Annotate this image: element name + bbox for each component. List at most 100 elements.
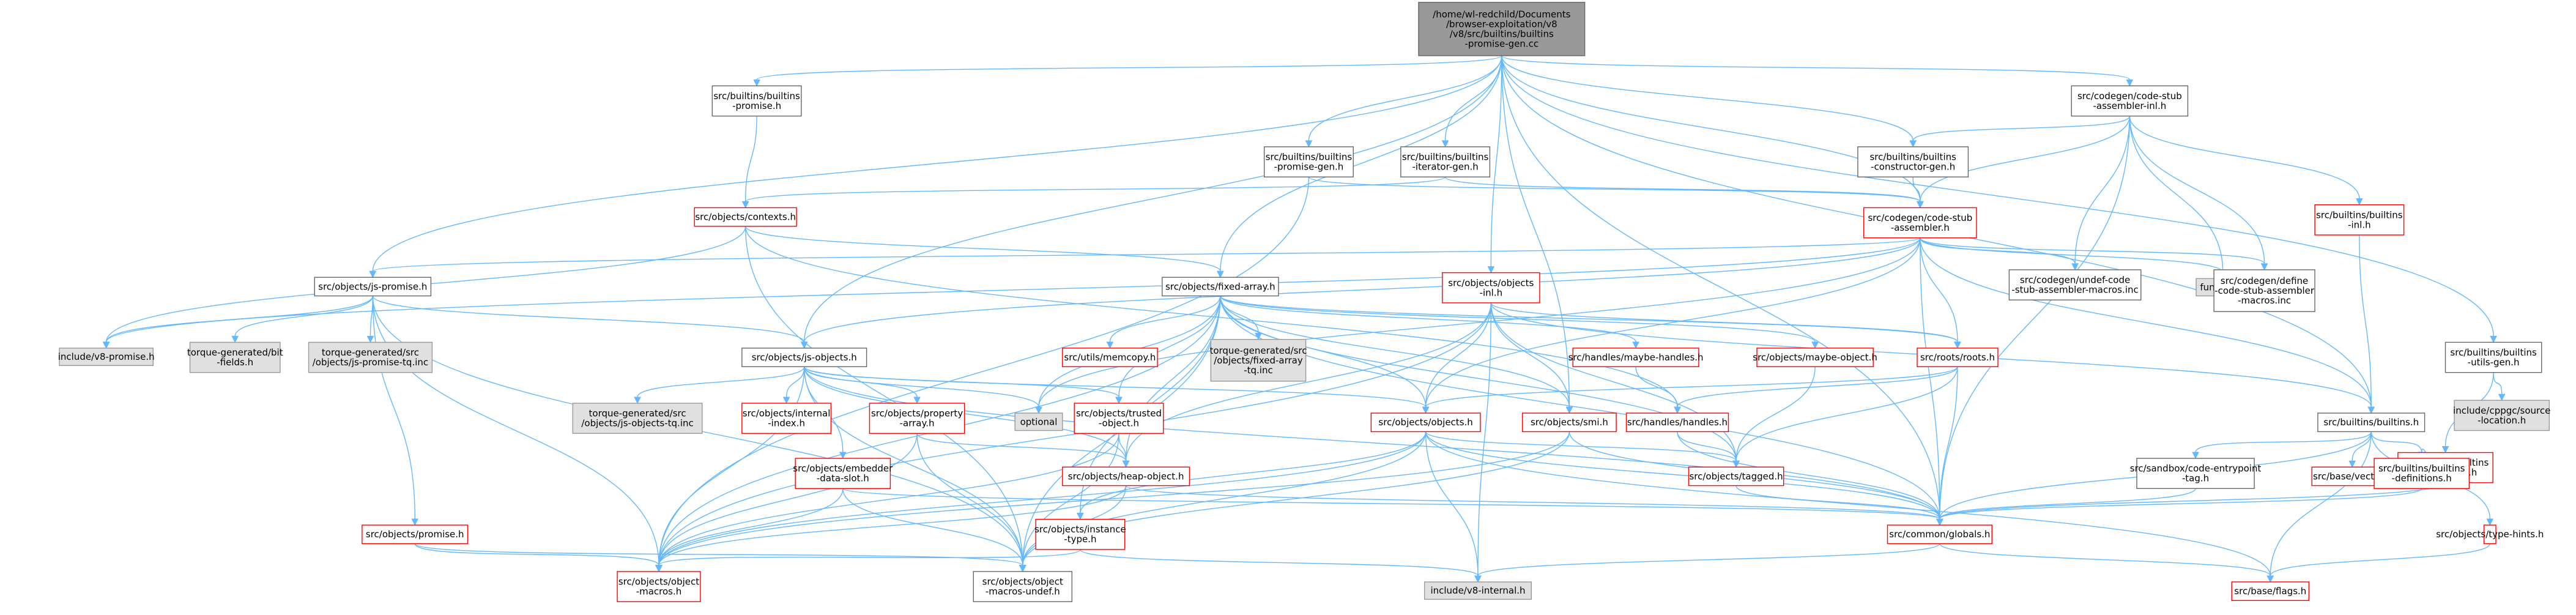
node-box — [1572, 348, 1699, 367]
edge-line — [1501, 56, 1921, 202]
node-box — [1400, 146, 1491, 177]
node-label-line: src/objects/trusted — [1076, 408, 1162, 419]
node-label-line: src/objects/objects — [1448, 277, 1534, 288]
node-box — [1756, 348, 1874, 367]
node-fixed-array-h[interactable]: src/objects/fixed-array.h — [1162, 277, 1279, 297]
node-label-line: -tag.h — [2182, 473, 2209, 484]
node-flags-h[interactable]: src/base/flags.h — [2231, 581, 2310, 601]
node-label-line: src/codegen/undef-code — [2020, 275, 2130, 286]
node-builtins-promise-h[interactable]: src/builtins/builtins-promise.h — [711, 85, 802, 117]
edge-code-stub-assembler-h-to-define-code-stub-macros — [1920, 237, 2268, 270]
node-objects-contexts-h[interactable]: src/objects/contexts.h — [694, 207, 797, 227]
node-box — [869, 403, 965, 434]
node-type-hints-h[interactable]: src/objects/type-hints.h — [2436, 524, 2544, 545]
edge-objects-contexts-h-to-fixed-array-h — [744, 226, 1224, 278]
edge-roots-h-to-handles-h — [1674, 366, 1958, 414]
node-undef-code-stub-macros[interactable]: src/codegen/undef-code-stub-assembler-ma… — [2008, 269, 2142, 300]
edge-type-hints-h-to-flags-h — [2266, 543, 2491, 583]
edge-js-promise-h-to-js-objects-h — [372, 296, 808, 349]
edge-arrowhead — [1909, 140, 1917, 147]
edge-line — [414, 543, 1023, 566]
edge-code-stub-assembler-h-to-js-promise-h — [369, 237, 1921, 278]
edge-arrowhead — [782, 397, 790, 404]
node-box — [2213, 269, 2315, 312]
edge-line — [658, 302, 1492, 565]
edge-line — [637, 366, 805, 398]
node-label-line: src/objects/tagged.h — [1689, 471, 1783, 482]
node-builtins-promise-gen-h[interactable]: src/builtins/builtins-promise-gen.h — [1263, 146, 1354, 177]
edge-line — [1220, 296, 1636, 343]
node-objects-inl-h[interactable]: src/objects/objects-inl.h — [1442, 272, 1540, 304]
edge-arrowhead — [1077, 513, 1084, 520]
edge-objects-inl-h-to-smi-h — [1490, 302, 1573, 414]
node-box — [2483, 524, 2496, 545]
node-heap-object-h[interactable]: src/objects/heap-object.h — [1062, 466, 1190, 486]
edge-line — [658, 431, 1570, 565]
node-object-macros-h[interactable]: src/objects/object-macros.h — [617, 571, 701, 602]
edge-code-stub-assembler-inl-h-to-builtins-builtins-inl-h — [2129, 116, 2363, 206]
edge-line — [1501, 55, 2131, 80]
edge-builtins-h-to-flags-h — [2266, 431, 2372, 583]
node-js-objects-h[interactable]: src/objects/js-objects.h — [741, 348, 867, 367]
node-smi-h[interactable]: src/objects/smi.h — [1522, 412, 1617, 433]
edge-code-stub-assembler-h-to-objects-h — [1422, 237, 1921, 414]
edge-arrowhead — [1674, 406, 1681, 414]
edge-arrowhead — [2192, 452, 2199, 460]
edge-line — [1308, 56, 1502, 141]
edge-root-to-builtins-iterator-gen-h — [1441, 56, 1502, 147]
node-globals-h[interactable]: src/common/globals.h — [1887, 524, 1992, 545]
node-label-line: torque-generated/src — [1209, 345, 1307, 356]
edge-root-to-code-stub-assembler-h — [1501, 56, 1924, 209]
node-property-array-h[interactable]: src/objects/property-array.h — [869, 403, 965, 434]
node-label-line: src/builtins/builtins — [1869, 152, 1956, 163]
node-label-line: src/builtins/builtins — [713, 91, 800, 102]
node-label-line: /objects/fixed-array — [1214, 355, 1303, 366]
edge-objects-inl-h-to-roots-h — [1490, 302, 1961, 349]
node-builtins-iterator-gen-h[interactable]: src/builtins/builtins-iterator-gen.h — [1400, 146, 1491, 177]
node-code-entrypoint-tag-h[interactable]: src/sandbox/code-entrypoint-tag.h — [2130, 458, 2262, 490]
node-root[interactable]: /home/wl-redchild/Documents/browser-expl… — [1418, 2, 1586, 56]
node-box — [1917, 348, 1999, 367]
node-label-line: /objects/js-objects-tq.inc — [581, 418, 693, 429]
node-js-promise-h[interactable]: src/objects/js-promise.h — [314, 277, 432, 297]
node-box — [1062, 466, 1190, 486]
edge-line — [1444, 176, 1921, 203]
node-trusted-object-h[interactable]: src/objects/trusted-object.h — [1074, 403, 1164, 434]
edge-line — [2359, 234, 2372, 408]
edge-arrowhead — [366, 335, 374, 343]
node-instance-type-h[interactable]: src/objects/instance-type.h — [1034, 518, 1126, 550]
node-object-macros-undef-h[interactable]: src/objects/object-macros-undef.h — [973, 571, 1073, 602]
node-tagged-h[interactable]: src/objects/tagged.h — [1688, 466, 1784, 486]
edge-arrowhead — [2260, 263, 2268, 270]
node-memcopy-h[interactable]: src/utils/memcopy.h — [1062, 348, 1158, 367]
node-builtins-constructor-gen-h[interactable]: src/builtins/builtins-constructor-gen.h — [1857, 146, 1969, 177]
edge-arrowhead — [2071, 263, 2079, 270]
edge-line — [1220, 295, 1958, 343]
node-objects-promise-h[interactable]: src/objects/promise.h — [362, 524, 469, 545]
edge-arrowhead — [1106, 341, 1114, 349]
node-maybe-object-h[interactable]: src/objects/maybe-object.h — [1753, 348, 1877, 367]
edge-line — [2270, 543, 2491, 576]
node-label-line: src/builtins/builtins — [2450, 347, 2537, 358]
edge-globals-h-to-v8-internal-h — [1474, 543, 1940, 583]
node-embedder-data-slot-h[interactable]: src/objects/embedder-data-slot.h — [793, 458, 893, 490]
node-builtins-h[interactable]: src/builtins/builtins.h — [2317, 412, 2426, 433]
node-label-line: torque-generated/src — [589, 408, 686, 419]
node-objects-h[interactable]: src/objects/objects.h — [1370, 412, 1481, 433]
node-maybe-handles-h[interactable]: src/handles/maybe-handles.h — [1568, 348, 1704, 367]
edge-line — [842, 488, 1940, 520]
edge-line — [1425, 302, 1492, 408]
node-label-line: src/objects/maybe-object.h — [1753, 352, 1877, 363]
node-internal-index-h[interactable]: src/objects/internal-index.h — [741, 403, 832, 434]
node-define-code-stub-macros[interactable]: src/codegen/define-code-stub-assembler-m… — [2213, 269, 2315, 312]
node-code-stub-assembler-inl-h[interactable]: src/codegen/code-stub-assembler-inl.h — [2071, 85, 2189, 117]
node-builtins-utils-gen-h[interactable]: src/builtins/builtins-utils-gen.h — [2444, 341, 2542, 373]
node-builtins-builtins-inl-h[interactable]: src/builtins/builtins-inl.h — [2314, 204, 2405, 236]
node-roots-h[interactable]: src/roots/roots.h — [1917, 348, 1999, 367]
edge-line — [658, 433, 1119, 565]
node-code-stub-assembler-h[interactable]: src/codegen/code-stub-assembler.h — [1863, 207, 1977, 239]
edge-js-objects-h-to-internal-index-h — [782, 367, 805, 404]
node-handles-h[interactable]: src/handles/handles.h — [1625, 412, 1729, 433]
edge-code-stub-assembler-inl-h-to-globals-h — [1936, 116, 2131, 526]
node-builtins-definitions-h[interactable]: src/builtins/builtins-definitions.h — [2374, 458, 2470, 490]
